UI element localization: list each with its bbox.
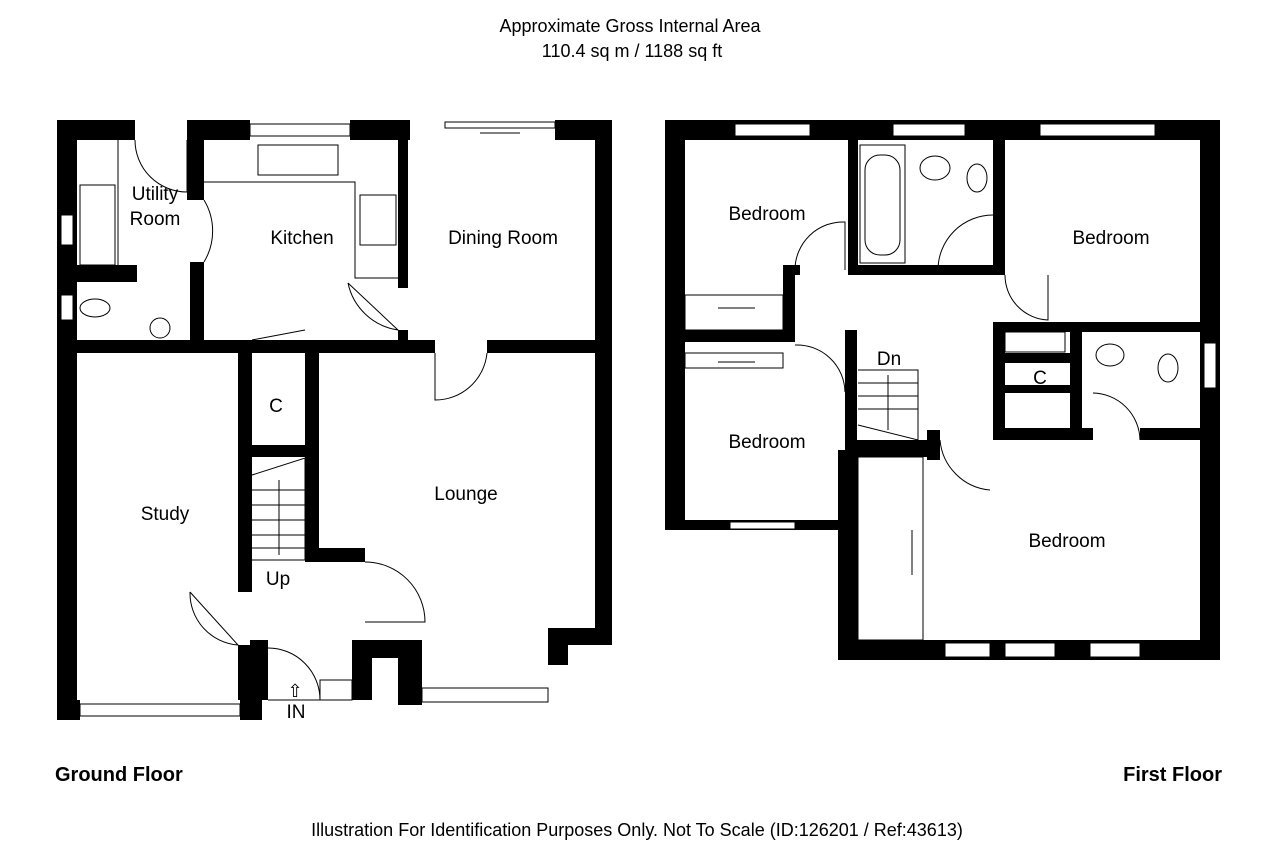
ground-floor-title: Ground Floor <box>55 764 183 786</box>
room-cupboard-label-first: C <box>1033 368 1047 389</box>
room-kitchen-label: Kitchen <box>270 228 333 249</box>
room-study-label: Study <box>141 504 190 525</box>
stairs-down-label: Dn <box>877 349 901 370</box>
first-floor-title: First Floor <box>1123 764 1222 786</box>
room-utility-label: Utility <box>132 184 179 205</box>
first-floor-plan: Bedroom Bedroom Bedroom Bedroom C Dn <box>665 120 1220 660</box>
room-bedroom-w-label: Bedroom <box>728 432 805 453</box>
room-dining-label: Dining Room <box>448 228 558 249</box>
room-lounge-label: Lounge <box>434 484 497 505</box>
ground-stairs <box>251 457 306 561</box>
disclaimer: Illustration For Identification Purposes… <box>311 820 963 840</box>
room-bedroom-ne-label: Bedroom <box>1072 228 1149 249</box>
room-bedroom-nw-label: Bedroom <box>728 204 805 225</box>
room-utility-label-2: Room <box>130 209 181 230</box>
room-bedroom-se-label: Bedroom <box>1028 531 1105 552</box>
area-title: Approximate Gross Internal Area <box>499 16 761 36</box>
stairs-up-label: Up <box>266 569 290 590</box>
room-cupboard-label: C <box>269 396 283 417</box>
entrance-label: IN <box>287 702 306 723</box>
first-stairs <box>857 369 919 441</box>
entrance-arrow-icon: ⇧ <box>287 681 302 701</box>
ground-floor-plan: ⇧ Utility Room Kitchen Dining Room C Stu… <box>57 120 612 723</box>
area-value: 110.4 sq m / 1188 sq ft <box>542 41 722 61</box>
